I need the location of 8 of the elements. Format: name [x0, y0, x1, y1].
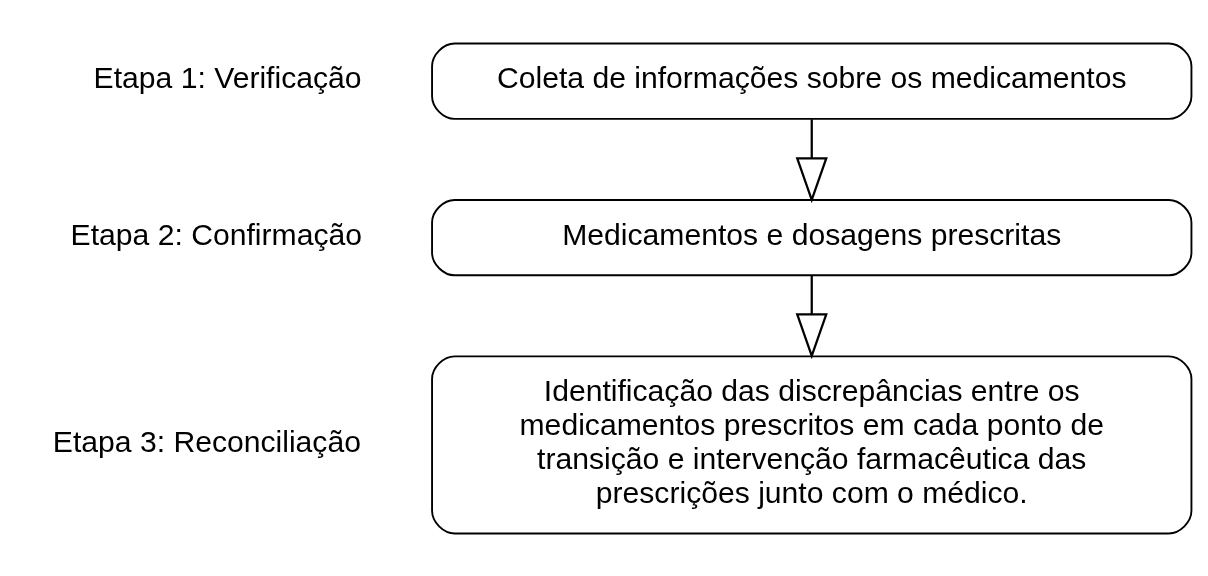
node-box: Coleta de informações sobre os medicamentos [431, 42, 1193, 120]
arrow [795, 274, 828, 359]
arrow [795, 118, 828, 203]
node-box: Identificação das discrepâncias entre os medicamentos prescritos em cada ponto de transição e intervenção farmacêutica das prescrições junto com o médico. [431, 354, 1193, 534]
node-label: Etapa 1: Verificação [93, 60, 362, 94]
node-label: Etapa 3: Reconciliação [52, 424, 361, 458]
node-label: Etapa 2: Confirmação [70, 217, 362, 251]
node-box: Medicamentos e dosagens prescritas [431, 198, 1193, 276]
